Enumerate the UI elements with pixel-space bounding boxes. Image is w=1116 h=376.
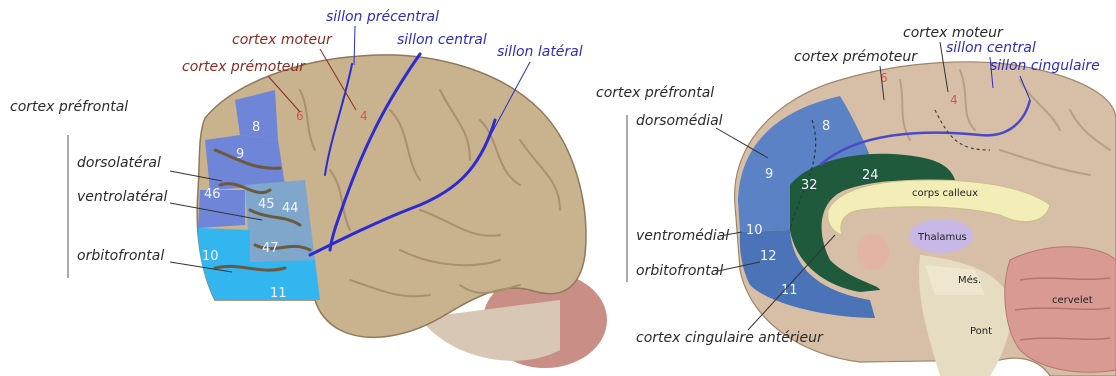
- corps-calleux-label: corps calleux: [912, 188, 978, 199]
- area-4-label: 4: [360, 109, 368, 123]
- medial-area-10-label: 10: [746, 223, 763, 238]
- medial-area-4-label: 4: [950, 93, 958, 107]
- medial-area-32-label: 32: [801, 178, 818, 193]
- left-sillon-precentral-label: sillon précentral: [326, 9, 439, 25]
- area-45-label: 45: [258, 197, 275, 212]
- hypothalamus-shape: [857, 234, 889, 270]
- area-10-label: 10: [202, 249, 219, 264]
- right-dorsomedial-label: dorsomédial: [636, 113, 723, 129]
- left-ventrolateral-label: ventrolatéral: [77, 189, 167, 205]
- right-sillon-cingulaire-label: sillon cingulaire: [990, 58, 1100, 74]
- left-cortex-premoteur-label: cortex prémoteur: [182, 59, 306, 75]
- left-dorsolateral-label: dorsolatéral: [77, 155, 161, 171]
- left-cortex-prefrontal-label: cortex préfrontal: [10, 99, 128, 115]
- area-9-label: 9: [236, 147, 244, 162]
- right-cortex-moteur-label: cortex moteur: [903, 25, 1004, 41]
- thalamus-label: Thalamus: [917, 232, 967, 243]
- medial-area-12-label: 12: [760, 249, 777, 264]
- right-cortex-prefrontal-label: cortex préfrontal: [596, 85, 714, 101]
- area-8-label: 8: [252, 120, 260, 135]
- pont-label: Pont: [970, 326, 992, 337]
- lateral-brain-view: 8 9 46 45 44 47 10 11 6 4 cortex préfron…: [10, 9, 607, 368]
- area-46-label: 46: [204, 187, 221, 202]
- medial-brain-view: 8 9 32 24 10 12 11 6 4 corps calleux Tha…: [596, 25, 1116, 376]
- right-orbitofrontal-label: orbitofrontal: [636, 263, 723, 279]
- left-orbitofrontal-label: orbitofrontal: [77, 248, 164, 264]
- cervelet-label: cervelet: [1052, 295, 1093, 306]
- left-sillon-lateral-label: sillon latéral: [497, 44, 583, 60]
- medial-area-9-label: 9: [765, 167, 773, 182]
- right-sillon-central-label: sillon central: [946, 40, 1036, 56]
- area-47-label: 47: [262, 241, 279, 256]
- area-11-label: 11: [270, 286, 287, 301]
- right-ventromedial-label: ventromédial: [636, 228, 729, 244]
- area-44-label: 44: [282, 201, 299, 216]
- medial-area-24-label: 24: [862, 168, 879, 183]
- medial-area-8-label: 8: [822, 119, 830, 134]
- mes-label: Més.: [958, 274, 981, 286]
- left-cortex-moteur-label: cortex moteur: [232, 32, 333, 48]
- right-cortex-premoteur-label: cortex prémoteur: [794, 49, 918, 65]
- left-sillon-central-label: sillon central: [397, 32, 487, 48]
- cortex-cingulaire-label: cortex cingulaire antérieur: [636, 330, 824, 346]
